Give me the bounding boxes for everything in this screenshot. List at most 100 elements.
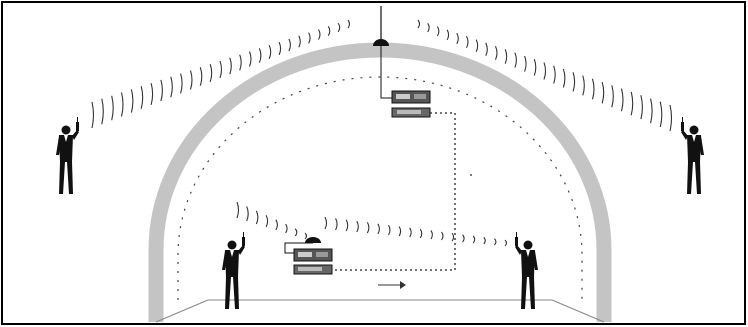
radio-wave-arc xyxy=(278,41,282,56)
radio-wave-arc xyxy=(562,68,566,88)
floor-line-left xyxy=(155,299,209,323)
person-collar xyxy=(692,135,696,142)
radio-wave-arc xyxy=(524,55,527,72)
radio-wave-arc xyxy=(345,219,349,232)
radio-wave-arc xyxy=(601,81,605,104)
radio-wave-arc xyxy=(640,95,643,120)
radio-wave-arc xyxy=(327,26,331,36)
handheld-radio-icon xyxy=(515,237,518,246)
radio-wave-arc xyxy=(611,85,614,108)
radio-wave-arc xyxy=(456,32,459,45)
person-arm xyxy=(222,251,228,270)
radio-wave-arc xyxy=(483,236,486,245)
person-arm xyxy=(238,245,245,255)
radio-wave-arc xyxy=(91,101,95,129)
top-antenna-dome xyxy=(373,39,389,46)
radio-wave-arc xyxy=(446,29,450,41)
person-leg xyxy=(67,162,73,194)
radio-wave-arc xyxy=(150,82,154,106)
radio-link-cable xyxy=(334,112,456,271)
floor-line-right xyxy=(551,299,605,323)
handheld-radio-icon xyxy=(681,122,684,131)
radio-wave-arc xyxy=(275,219,278,231)
radio-wave-arc xyxy=(347,19,351,29)
radio-wave-arc xyxy=(485,42,488,56)
upper-antenna-cable xyxy=(380,46,392,99)
radio-wave-arc xyxy=(304,232,308,240)
person-arm xyxy=(681,130,688,140)
radio-wave-arc xyxy=(294,228,298,237)
radio-wave-arc xyxy=(298,35,301,48)
radio-wave-arc xyxy=(239,54,242,71)
person-inside-right xyxy=(515,232,538,309)
radio-wave-arc xyxy=(356,220,359,233)
lower-antenna-cable xyxy=(284,242,313,254)
radio-wave-arc xyxy=(140,86,144,109)
radio-wave-arc xyxy=(493,238,497,246)
radio-wave-arc xyxy=(572,72,576,92)
radio-wave-arc xyxy=(265,215,269,228)
radio-wave-arc xyxy=(669,104,673,132)
radio-wave-arc xyxy=(451,232,455,242)
radio-wave-arc xyxy=(620,88,624,112)
radio-wave-arc xyxy=(219,60,223,79)
person-leg xyxy=(59,162,65,194)
radio-wave-arc xyxy=(504,239,508,247)
radio-wave-arc xyxy=(475,39,479,53)
upper-radio-unit xyxy=(391,90,431,118)
person-head xyxy=(61,125,71,135)
radio-wave-arc xyxy=(366,222,370,234)
radio-wave-arc xyxy=(189,70,193,90)
radio-wave-arc xyxy=(436,26,440,37)
radio-wave-arc xyxy=(504,49,508,64)
radio-wave-arc xyxy=(268,44,272,60)
radio-wave-arc xyxy=(255,210,259,225)
person-leg xyxy=(225,277,231,309)
radio-wave-arc xyxy=(591,78,595,100)
person-collar xyxy=(526,250,530,257)
radio-wave-arc xyxy=(398,226,402,237)
radio-wave-arc xyxy=(553,65,556,84)
radio-wave-arc xyxy=(335,218,338,231)
radio-wave-arc xyxy=(308,32,311,44)
radio-wave-arc xyxy=(229,57,232,75)
radio-wave-arc xyxy=(514,52,517,68)
radio-wave-arc xyxy=(199,67,203,86)
radio-wave-arc xyxy=(248,51,252,67)
signal-direction-arrow xyxy=(378,281,406,289)
radio-waves-top-left xyxy=(91,19,351,129)
person-collar xyxy=(64,135,68,142)
radio-wave-arc xyxy=(388,224,391,236)
person-torso xyxy=(59,135,73,162)
radio-wave-arc xyxy=(258,48,262,63)
radio-wave-arc xyxy=(650,98,653,124)
leaky-feeder-cable xyxy=(177,76,583,300)
radio-wave-arc xyxy=(427,22,430,33)
radio-wave-arc xyxy=(494,45,498,60)
radio-wave-arc xyxy=(209,64,213,82)
radio-wave-arc xyxy=(288,38,291,52)
handheld-radio-icon xyxy=(76,122,79,131)
person-arm xyxy=(515,245,522,255)
radio-wave-arc xyxy=(472,235,476,244)
person-torso xyxy=(687,135,701,162)
person-head xyxy=(523,240,533,250)
person-arm xyxy=(72,130,79,140)
lower-radio-unit xyxy=(293,248,333,275)
radio-waves-top-right xyxy=(417,19,673,132)
radio-wave-arc xyxy=(582,75,585,96)
radio-wave-arc xyxy=(466,36,469,49)
person-arm xyxy=(532,251,538,270)
radio-wave-arc xyxy=(462,234,465,243)
radio-wave-arc xyxy=(430,230,433,240)
tunnel-wall xyxy=(148,42,612,322)
radio-wave-arc xyxy=(160,79,163,102)
radio-wave-arc xyxy=(180,73,183,94)
radio-wave-arc xyxy=(101,98,104,125)
person-inside-left xyxy=(222,232,245,309)
person-leg xyxy=(521,277,527,309)
radio-wave-arc xyxy=(419,228,423,239)
radio-waves-lower-right xyxy=(324,216,508,247)
person-collar xyxy=(230,250,234,257)
